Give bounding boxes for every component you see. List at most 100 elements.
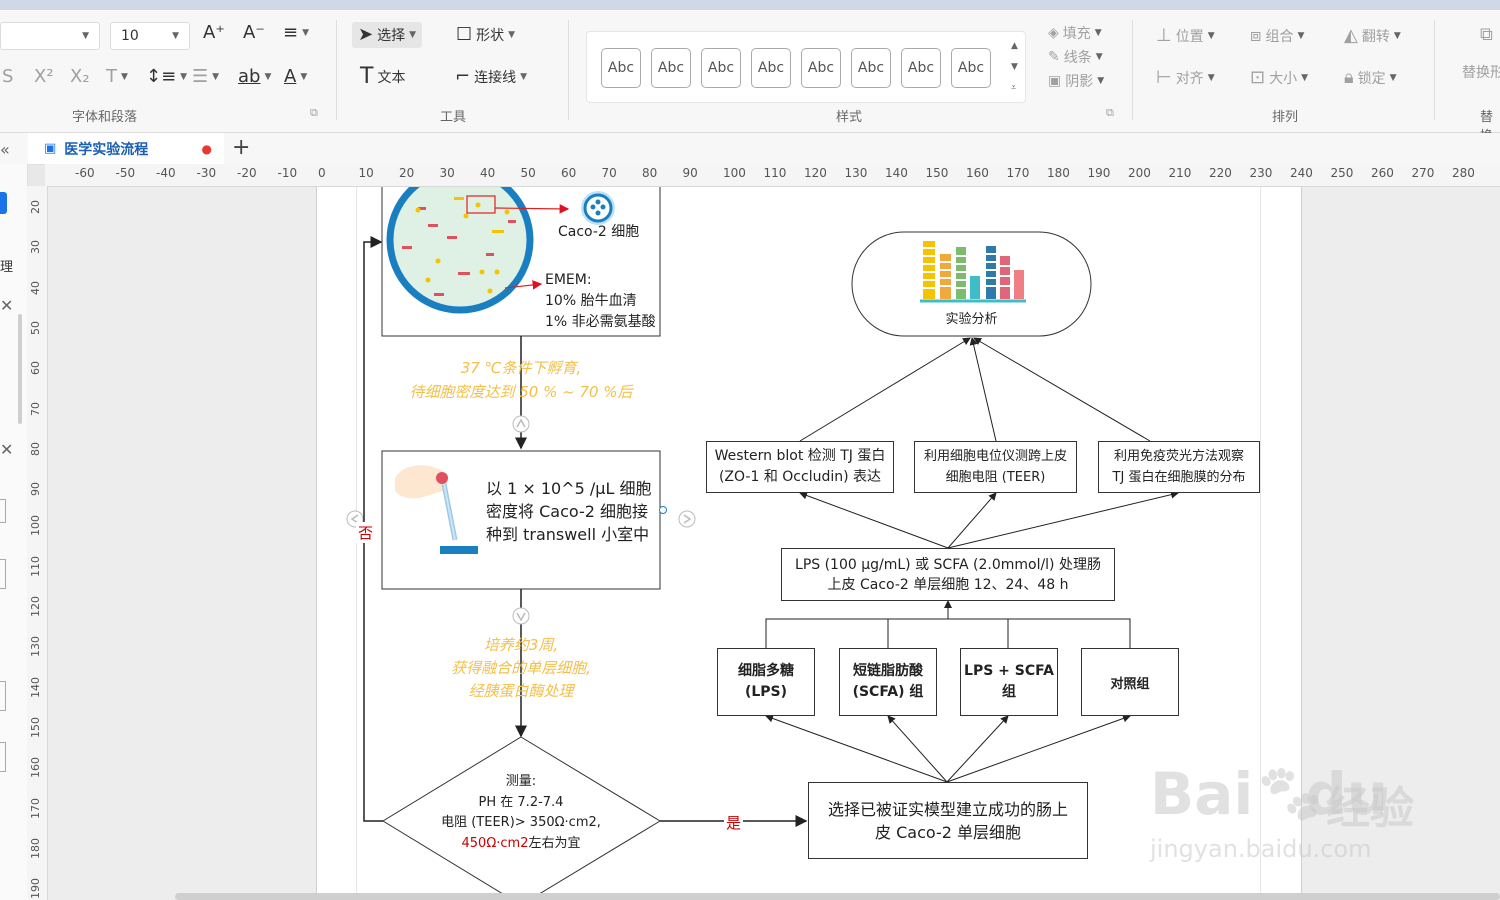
ruler-tick-label: -50 <box>115 166 136 180</box>
font-dialog-launcher-icon[interactable]: ⧉ <box>310 106 318 119</box>
measure-text: 测量: PH 在 7.2-7.4 电阻 (TEER)> 350Ω·cm2, 45… <box>441 774 601 851</box>
flip-button[interactable]: ◭翻转▼ <box>1344 25 1401 46</box>
group-control-box[interactable]: 对照组 <box>1081 648 1179 716</box>
fill-button[interactable]: ◈填充▼ <box>1048 25 1102 42</box>
tools-group-label: 工具 <box>440 110 467 125</box>
size-button[interactable]: ⊡大小▼ <box>1250 67 1309 88</box>
ruler-tick-label: -60 <box>75 166 95 180</box>
panel-label: 理 <box>0 260 14 275</box>
teer-method-box[interactable]: 利用细胞电位仪测跨上皮 细胞电阻 (TEER) <box>914 441 1077 493</box>
no-label: 否 <box>356 522 376 543</box>
style-swatch[interactable]: Abc <box>901 48 941 88</box>
horizontal-scrollbar[interactable] <box>175 893 1500 900</box>
align-icon: ⊢ <box>1156 67 1172 88</box>
align-button[interactable]: ⊢对齐▼ <box>1156 67 1215 88</box>
ruler-tick-label: 260 <box>1371 166 1394 180</box>
ruler-tick-label: -10 <box>277 166 298 180</box>
group-lps-box[interactable]: 细脂多糖 (LPS) <box>717 648 815 716</box>
connector-icon: ⌐ <box>455 66 471 87</box>
tab-document[interactable]: ▣ 医学实验流程 ● <box>28 133 224 164</box>
font-size-value: 10 <box>121 28 139 44</box>
style-swatch[interactable]: Abc <box>801 48 841 88</box>
immunofluorescence-box[interactable]: 利用免疫荧光方法观察 TJ 蛋白在细胞膜的分布 <box>1098 441 1260 493</box>
strikethrough-icon[interactable]: S <box>2 66 14 87</box>
emem-text: EMEM: 10% 胎牛血清 1% 非必需氨基酸 <box>545 272 656 330</box>
line-spacing-icon[interactable]: ↕≡▼ <box>146 66 188 87</box>
replace-shape-button[interactable]: 替换形 <box>1462 65 1500 81</box>
font-size-select[interactable]: 10▼ <box>110 22 190 50</box>
superscript-icon[interactable]: X² <box>34 66 54 87</box>
ruler-tick-label: 50 <box>520 166 536 180</box>
close-icon[interactable]: ✕ <box>0 296 14 315</box>
group-lps-scfa-box[interactable]: LPS + SCFA 组 <box>960 648 1058 716</box>
font-color-icon[interactable]: A▼ <box>284 66 308 87</box>
ruler-tick-label: 200 <box>1128 166 1151 180</box>
group-scfa-box[interactable]: 短链脂肪酸 (SCFA) 组 <box>839 648 937 716</box>
document-icon: ▣ <box>44 141 57 156</box>
position-button[interactable]: ⊥位置▼ <box>1156 25 1215 46</box>
style-swatch[interactable]: Abc <box>951 48 991 88</box>
seeding-text: 以 1 × 10^5 /μL 细胞 密度将 Caco-2 细胞接 种到 tran… <box>486 479 652 544</box>
list-icon[interactable]: ☰▼ <box>192 66 220 87</box>
style-swatch[interactable]: Abc <box>701 48 741 88</box>
ruler-tick-label: 40 <box>480 166 496 180</box>
measure-diamond[interactable] <box>382 736 661 900</box>
align-text-icon[interactable]: ≡▼ <box>283 22 310 43</box>
panel-scrollbar[interactable] <box>18 314 22 424</box>
replace-shape-icon[interactable]: ⧉ <box>1480 24 1493 45</box>
group-button[interactable]: ⧈组合▼ <box>1250 25 1305 46</box>
gallery-scroll[interactable]: ▲▼⩡ <box>1011 41 1018 93</box>
watermark-product: 经验 <box>1326 783 1414 834</box>
style-swatch[interactable]: Abc <box>751 48 791 88</box>
position-icon: ⊥ <box>1156 25 1172 46</box>
ruler-tick-label: 130 <box>844 166 868 180</box>
petri-dish-icon <box>386 187 534 314</box>
western-blot-box[interactable]: Western blot 检测 TJ 蛋白 (ZO-1 和 Occludin) … <box>706 441 894 493</box>
line-button[interactable]: ✎线条▼ <box>1048 49 1103 66</box>
ruler-tick-label: 70 <box>601 166 617 180</box>
text-highlight-icon[interactable]: ab▼ <box>238 66 272 87</box>
shape-tool-button[interactable]: ☐形状▼ <box>456 24 516 45</box>
collapse-panel-icon[interactable]: « <box>0 140 10 159</box>
font-family-select[interactable]: ▼ <box>0 22 100 50</box>
treatment-box[interactable]: LPS (100 μg/mL) 或 SCFA (2.0mmol/l) 处理肠 上… <box>781 548 1115 601</box>
connector-tool-button[interactable]: ⌐连接线▼ <box>455 66 528 87</box>
style-swatch[interactable]: Abc <box>651 48 691 88</box>
style-swatch[interactable]: Abc <box>601 48 641 88</box>
ruler-tick-label: 210 <box>1168 166 1192 180</box>
style-swatch[interactable]: Abc <box>851 48 891 88</box>
text-case-icon[interactable]: T▼ <box>106 66 128 87</box>
ruler-tick-label: 190 <box>1087 166 1111 180</box>
ruler-tick-label: 90 <box>682 166 698 180</box>
shape-thumbnail[interactable] <box>0 742 6 772</box>
decrease-font-icon[interactable]: A⁻ <box>243 22 265 43</box>
analysis-label: 实验分析 <box>945 312 998 327</box>
page-margin-guide <box>356 187 357 900</box>
window-top-strip <box>0 0 1500 10</box>
select-cells-box[interactable]: 选择已被证实模型建立成功的肠上 皮 Caco-2 单层细胞 <box>808 782 1088 859</box>
divider <box>568 20 569 120</box>
ribbon-toolbar: ▼ 10▼ A⁺ A⁻ ≡▼ S X² X₂ T▼ ↕≡▼ ☰▼ ab▼ A▼ … <box>0 10 1500 144</box>
ruler-tick-label: -30 <box>196 166 217 180</box>
divider <box>336 20 337 120</box>
style-dialog-launcher-icon[interactable]: ⧉ <box>1106 106 1114 119</box>
style-gallery: Abc Abc Abc Abc Abc Abc Abc Abc ▲▼⩡ <box>586 31 1026 103</box>
add-tab-button[interactable]: + <box>232 135 251 160</box>
panel-active-indicator[interactable] <box>0 192 7 214</box>
lock-button[interactable]: 🔒︎锁定▼ <box>1344 67 1397 88</box>
shadow-button[interactable]: ▣阴影▼ <box>1048 73 1105 90</box>
ruler-tick-label: 170 <box>1006 166 1030 180</box>
shape-thumbnail[interactable] <box>0 499 6 523</box>
ruler-tick-label: 180 <box>1047 166 1070 180</box>
subscript-icon[interactable]: X₂ <box>70 66 90 87</box>
shape-thumbnail[interactable] <box>0 681 6 711</box>
increase-font-icon[interactable]: A⁺ <box>203 22 225 43</box>
shape-thumbnail[interactable] <box>0 559 6 589</box>
close-icon[interactable]: ✕ <box>0 440 14 459</box>
culture-note: 培养约3周, 获得融合的单层细胞, 经胰蛋白酶处理 <box>451 636 591 700</box>
select-tool-button[interactable]: ➤选择▼ <box>352 22 423 48</box>
